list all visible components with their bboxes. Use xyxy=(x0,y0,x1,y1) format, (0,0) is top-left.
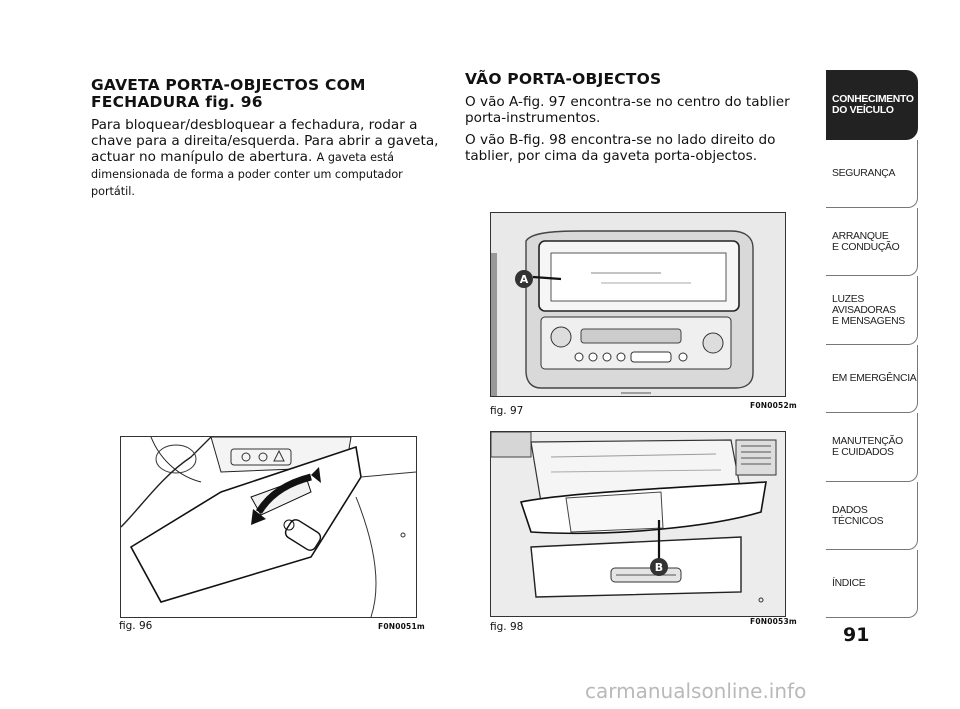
figure-98-code: F0N0053m xyxy=(750,617,797,626)
tab-label: LUZES AVISADORAS E MENSAGENS xyxy=(832,293,905,327)
paragraph-vao-b: O vão B-fig. 98 encontra-se no lado dire… xyxy=(465,132,776,164)
tab-indice[interactable]: ÍNDICE xyxy=(826,550,918,618)
figure-98-drawing: B xyxy=(491,432,785,616)
figure-96-code: F0N0051m xyxy=(378,622,425,631)
tab-label: CONHECIMENTO DO VEÍCULO xyxy=(832,93,914,116)
figure-98-callout: B xyxy=(655,561,663,574)
paragraph-vao-a: O vão A-fig. 97 encontra-se no centro do… xyxy=(465,94,790,126)
figure-97-callout: A xyxy=(520,273,529,286)
tab-luzes[interactable]: LUZES AVISADORAS E MENSAGENS xyxy=(826,276,918,345)
figure-96-glovebox-lock xyxy=(120,436,417,618)
right-text-column: VÃO PORTA-OBJECTOS O vão A-fig. 97 encon… xyxy=(465,70,805,165)
figure-98-caption: fig. 98 xyxy=(490,621,524,633)
tab-conhecimento[interactable]: CONHECIMENTO DO VEÍCULO xyxy=(826,70,918,140)
section-heading-vao: VÃO PORTA-OBJECTOS xyxy=(465,70,662,88)
tab-dados[interactable]: DADOS TÉCNICOS xyxy=(826,482,918,550)
tab-label: ARRANQUE E CONDUÇÃO xyxy=(832,230,900,253)
figure-97-drawing: A xyxy=(491,213,785,396)
paragraph-gaveta-main: Para bloquear/desbloquear a fechadura, r… xyxy=(91,117,439,165)
tab-label: ÍNDICE xyxy=(832,578,866,589)
figure-96-drawing xyxy=(121,437,416,617)
paragraph-gaveta: Para bloquear/desbloquear a fechadura, r… xyxy=(91,117,446,200)
left-text-column: GAVETA PORTA-OBJECTOS COM FECHADURA fig.… xyxy=(91,77,446,200)
tab-label: MANUTENÇÃO E CUIDADOS xyxy=(832,436,903,458)
figure-97-dashboard-compartment: A xyxy=(490,212,786,397)
paragraph-gaveta-note: A gaveta está dimensionada de forma a po… xyxy=(91,151,403,198)
figure-97-caption: fig. 97 xyxy=(490,405,524,417)
tab-label: EM EMERGÊNCIA xyxy=(832,373,917,384)
section-heading-gaveta: GAVETA PORTA-OBJECTOS COM FECHADURA fig.… xyxy=(91,76,366,111)
watermark: carmanualsonline.info xyxy=(585,679,807,703)
page-number: 91 xyxy=(843,624,870,646)
tab-seguranca[interactable]: SEGURANÇA xyxy=(826,140,918,208)
tab-arranque[interactable]: ARRANQUE E CONDUÇÃO xyxy=(826,208,918,276)
tab-emergencia[interactable]: EM EMERGÊNCIA xyxy=(826,345,918,413)
figure-96-caption: fig. 96 xyxy=(119,620,153,632)
tab-label: SEGURANÇA xyxy=(832,168,896,179)
figure-98-glovebox-compartment: B xyxy=(490,431,786,617)
figure-97-code: F0N0052m xyxy=(750,401,797,410)
tab-manutencao[interactable]: MANUTENÇÃO E CUIDADOS xyxy=(826,413,918,482)
tab-label: DADOS TÉCNICOS xyxy=(832,504,884,527)
